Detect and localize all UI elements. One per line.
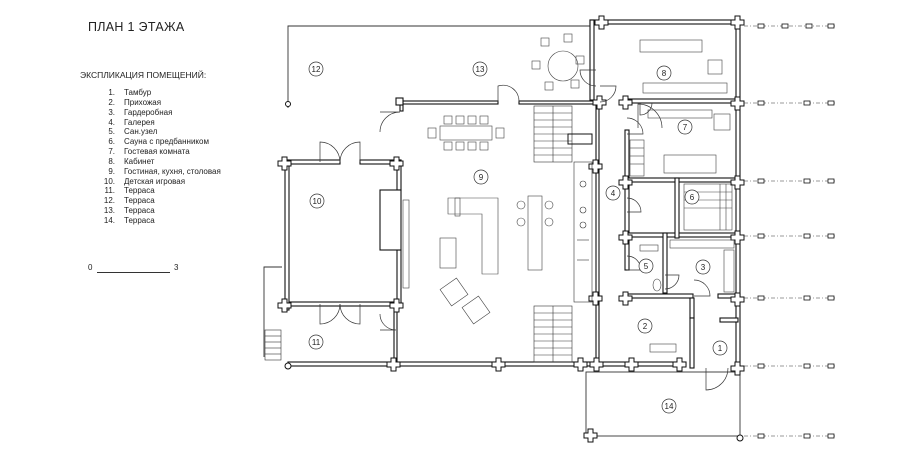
room-9-number: 9 [479,173,484,182]
room-7-number: 7 [683,123,688,132]
scale-line [97,272,170,273]
legend-item: 11.Терраса [104,186,155,196]
room-legend: 1.Тамбур 2.Прихожая 3.Гардеробная 4.Гале… [97,88,221,226]
legend-item: 6.Сауна с предбанником [108,137,209,147]
room-9-marker [473,169,489,185]
room-10-marker [309,193,325,209]
columns [277,15,745,443]
room-7-marker [677,119,693,135]
room-4-marker [605,185,621,201]
room-8-number: 8 [662,69,667,78]
axis-lines [744,25,835,437]
room-1-marker [712,340,728,356]
room-11-marker [308,334,324,350]
room-1-number: 1 [718,344,723,353]
room-14-number: 14 [665,402,674,411]
axis-markers [757,23,835,439]
legend-item: 10.Детская игровая [103,176,186,186]
legend-item: 4.Галерея [108,117,155,127]
room-12-marker [308,61,324,77]
legend-item: 5.Сан.узел [108,127,158,137]
doors [319,69,729,391]
terrace-outlines [263,25,741,437]
room-markers: 1 2 3 4 5 6 7 8 9 10 11 12 13 14 [308,61,728,414]
room-6-marker [684,189,700,205]
room-6-number: 6 [690,193,695,202]
room-2-number: 2 [643,322,648,331]
room-13-number: 13 [476,65,485,74]
kitchen-counter [567,133,593,303]
legend-item: 9.Гостиная, кухня, столовая [108,166,221,176]
legend-item: 3.Гардеробная [108,107,173,117]
room-11-number: 11 [312,338,321,347]
furniture [402,33,735,353]
room-5-marker [638,258,654,274]
legend-item: 12.Терраса [103,196,155,206]
legend-heading: ЭКСПЛИКАЦИЯ ПОМЕЩЕНИЙ: [80,70,207,80]
room-12-number: 12 [312,65,321,74]
room-13-marker [472,61,488,77]
legend-item: 2.Прихожая [108,97,162,107]
scale-start-label: 0 [88,263,93,272]
room-3-marker [695,259,711,275]
room-3-number: 3 [701,263,706,272]
scale-end-label: 3 [174,263,179,272]
walls [283,19,741,371]
stairs [264,105,573,363]
room-4-number: 4 [611,189,616,198]
room-5-number: 5 [644,262,649,271]
plan-title: ПЛАН 1 ЭТАЖА [88,20,185,34]
room-14-marker [661,398,677,414]
post-markers [284,101,744,442]
legend-item: 8.Кабинет [108,156,155,166]
legend-item: 1.Тамбур [108,88,152,97]
room-2-marker [637,318,653,334]
scale-bar: 0 3 [88,263,188,283]
room-8-marker [656,65,672,81]
legend-item: 14.Терраса [103,215,155,225]
legend-item: 7.Гостевая комната [108,147,190,157]
room-10-number: 10 [313,197,322,206]
legend-item: 13.Терраса [103,206,155,216]
